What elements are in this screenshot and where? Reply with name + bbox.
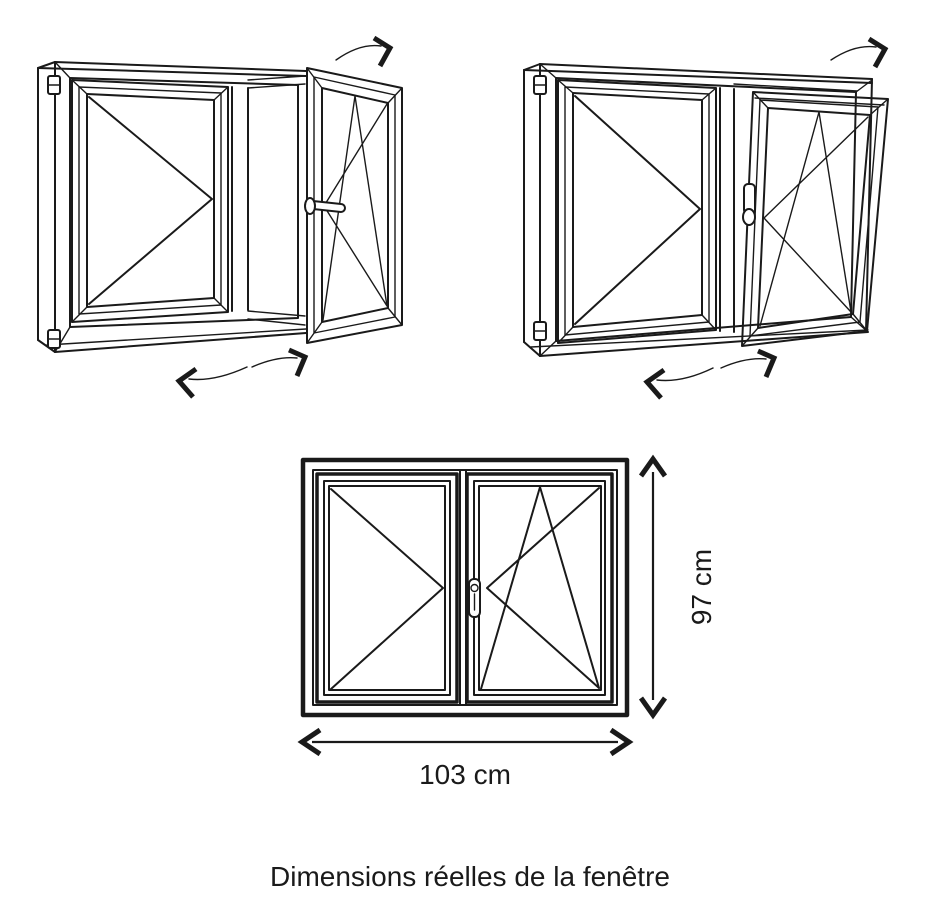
window-front-dimensions-illustration bbox=[297, 454, 668, 757]
window-handle-icon bbox=[742, 183, 756, 226]
open-sash bbox=[304, 67, 403, 344]
mullion bbox=[231, 75, 306, 326]
tilted-sash bbox=[741, 91, 889, 347]
tilt-turn-symbol bbox=[322, 95, 388, 321]
curved-arrow-icon bbox=[643, 36, 889, 400]
frame bbox=[300, 457, 630, 718]
window-swing-open-illustration bbox=[37, 35, 403, 399]
hinge-icon bbox=[533, 75, 547, 341]
frame bbox=[523, 63, 873, 357]
height-dimension-label: 97 cm bbox=[686, 548, 717, 626]
diagram-caption: Dimensions réelles de la fenêtre bbox=[270, 861, 670, 892]
left-sash bbox=[557, 79, 717, 344]
swing-symbol bbox=[330, 488, 444, 690]
tilt-turn-symbol bbox=[480, 486, 600, 690]
width-dimension-label: 103 cm bbox=[419, 759, 511, 790]
left-sash bbox=[315, 472, 459, 704]
window-handle-icon bbox=[304, 197, 346, 215]
window-handle-icon bbox=[468, 578, 481, 618]
left-sash bbox=[71, 79, 229, 323]
window-tilt-open-illustration bbox=[523, 36, 889, 400]
hinge-icon bbox=[47, 75, 61, 349]
mullion bbox=[719, 83, 858, 333]
swing-symbol bbox=[88, 96, 213, 305]
vertical-double-arrow-icon bbox=[638, 454, 668, 720]
curved-arrow-icon bbox=[175, 35, 394, 399]
tilt-turn-symbol bbox=[759, 111, 869, 327]
swing-symbol bbox=[574, 95, 701, 325]
right-sash bbox=[465, 472, 614, 704]
horizontal-double-arrow-icon bbox=[297, 727, 634, 757]
